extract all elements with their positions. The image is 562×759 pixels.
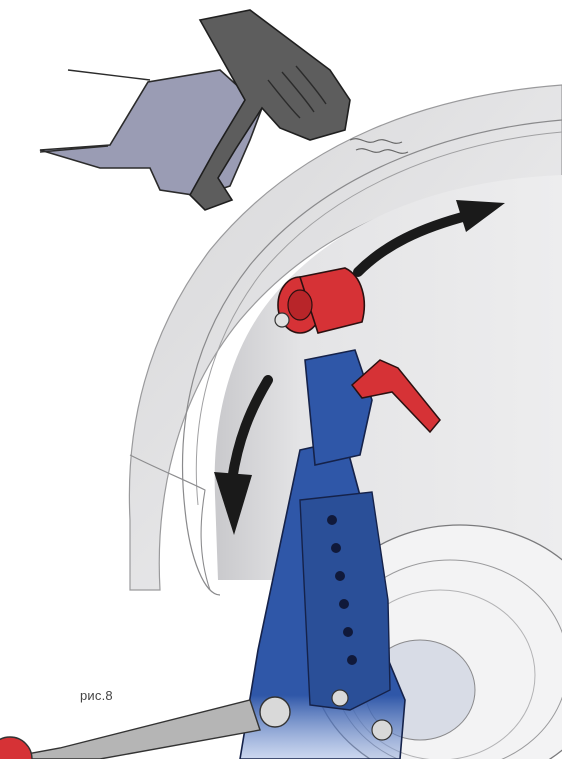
roller-icon (275, 268, 364, 333)
figure-caption: рис.8 (80, 688, 113, 703)
